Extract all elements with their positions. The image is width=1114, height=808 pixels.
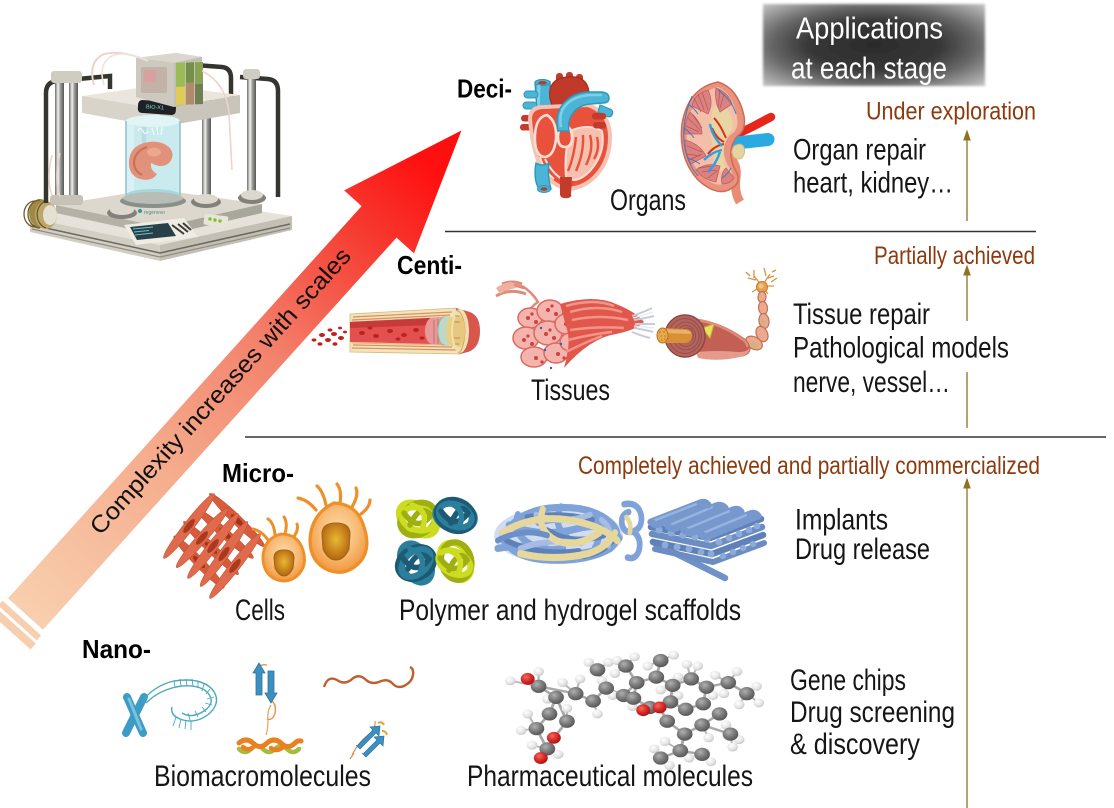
svg-text:heart, kidney…: heart, kidney… xyxy=(793,166,953,199)
svg-text:Complexity increases with scal: Complexity increases with scales xyxy=(85,243,357,540)
svg-text:nerve, vessel…: nerve, vessel… xyxy=(793,366,950,399)
svg-text:Completely achieved and partia: Completely achieved and partially commer… xyxy=(578,452,1040,480)
svg-text:Drug release: Drug release xyxy=(795,533,930,566)
svg-text:regenovo: regenovo xyxy=(144,210,165,216)
svg-text:Tissues: Tissues xyxy=(531,374,610,407)
svg-text:Polymer and hydrogel scaffolds: Polymer and hydrogel scaffolds xyxy=(399,594,741,627)
svg-text:Pharmaceutical molecules: Pharmaceutical molecules xyxy=(467,760,753,793)
svg-text:Micro-: Micro- xyxy=(222,458,294,488)
svg-text:BIO-X1: BIO-X1 xyxy=(146,104,164,111)
svg-text:Biomacromolecules: Biomacromolecules xyxy=(154,760,371,793)
svg-text:Applications: Applications xyxy=(796,11,943,46)
svg-text:Centi-: Centi- xyxy=(397,250,462,280)
svg-text:Drug screening: Drug screening xyxy=(790,696,955,729)
svg-text:Cells: Cells xyxy=(235,594,285,627)
svg-text:Under exploration: Under exploration xyxy=(866,98,1036,126)
svg-text:Gene chips: Gene chips xyxy=(790,664,906,697)
svg-text:Implants: Implants xyxy=(795,504,888,537)
svg-text:Tissue repair: Tissue repair xyxy=(793,298,930,331)
svg-text:Pathological models: Pathological models xyxy=(793,331,1009,364)
svg-text:Nano-: Nano- xyxy=(82,634,151,664)
svg-text:Partially achieved: Partially achieved xyxy=(874,242,1035,270)
svg-text:Organs: Organs xyxy=(610,184,686,217)
svg-text:at each stage: at each stage xyxy=(791,51,947,86)
svg-text:Deci-: Deci- xyxy=(457,74,512,104)
svg-text:Organ repair: Organ repair xyxy=(793,134,926,167)
svg-text:& discovery: & discovery xyxy=(790,728,920,761)
